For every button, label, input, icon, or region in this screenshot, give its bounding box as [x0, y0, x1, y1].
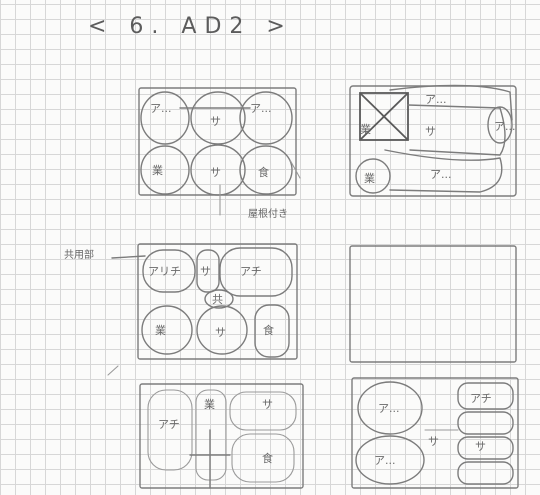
cell-label: アチ [158, 418, 180, 431]
cell-label: 業 [152, 164, 163, 177]
cell-label: 食 [263, 323, 274, 337]
cell-label: ア... [250, 102, 272, 115]
cell-label: ア... [430, 168, 452, 181]
cell-label: ア... [150, 102, 172, 115]
cell-label: 業 [364, 172, 375, 185]
cell-label: サ [428, 435, 439, 448]
cell-label: 業 [204, 398, 215, 411]
cell-label: サ [200, 265, 211, 278]
cell-label: サ [215, 326, 226, 339]
cell-label: サ [425, 125, 436, 138]
panel-3: アリチ サ アチ 業 サ 食 共 [108, 244, 297, 375]
cell-label: ア... [378, 402, 400, 415]
cell-label: アチ [240, 265, 262, 278]
cell-label: ア... [425, 93, 447, 106]
cell-label: 食 [258, 165, 269, 179]
cell-label: サ [262, 398, 273, 411]
cell-label: 食 [262, 451, 273, 465]
panel-1: ア... サ ア... 業 サ 食 [139, 88, 300, 215]
cell-label: ア... [494, 120, 516, 133]
cell-label: アチ [470, 392, 492, 405]
cell-label: ア... [374, 454, 396, 467]
panel-4 [350, 246, 516, 362]
panel-5: アチ 業 食 サ [140, 384, 303, 488]
cell-label: 業 [360, 123, 371, 136]
cell-label: サ [210, 115, 221, 128]
cell-label: サ [210, 166, 221, 179]
panel-6: ア... サ ア... アチ サ [352, 378, 518, 488]
cell-label: 業 [155, 324, 166, 337]
cell-label: サ [475, 440, 486, 453]
cell-label: アリチ [148, 265, 181, 278]
cell-label: 共 [212, 293, 223, 306]
panel-2: ア... ア... 業 サ 業 ア... [350, 85, 516, 196]
